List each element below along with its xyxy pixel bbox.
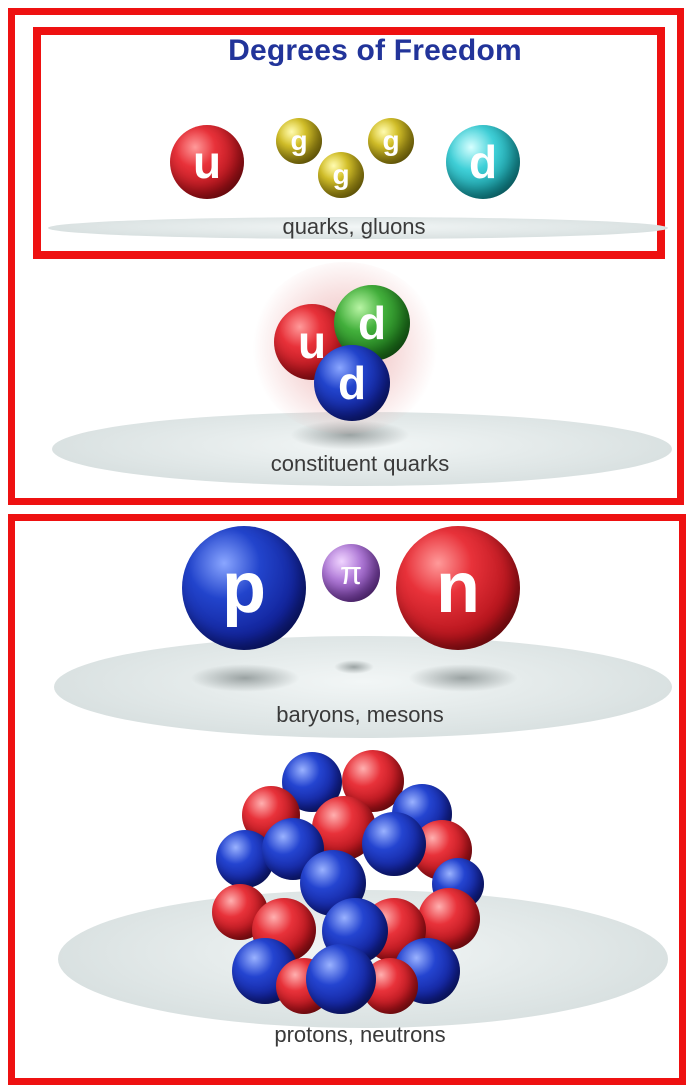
- shadow-proton: [190, 664, 300, 692]
- neutron-ball: n: [396, 526, 520, 650]
- platform-baryons-mesons: [54, 636, 672, 738]
- down-quark-ball: d: [446, 125, 520, 199]
- pion-ball: π: [322, 544, 380, 602]
- platform-quarks-gluons: [48, 217, 668, 239]
- proton-ball: p: [182, 526, 306, 650]
- constituent-down-quark-ball-blue: d: [314, 345, 390, 421]
- label-quarks-gluons: quarks, gluons: [282, 214, 426, 239]
- outer-frame-top: [8, 8, 684, 505]
- proton-sphere: [306, 944, 376, 1014]
- gluon-ball-2: g: [318, 152, 364, 198]
- highlight-frame-quarks-gluons: [33, 27, 665, 259]
- label-baryons-mesons: baryons, mesons: [276, 702, 444, 727]
- label-constituent-quarks: constituent quarks: [270, 451, 450, 476]
- proton-sphere: [362, 812, 426, 876]
- gluon-ball-1: g: [276, 118, 322, 164]
- gluon-ball-3: g: [368, 118, 414, 164]
- shadow-pion: [334, 660, 374, 674]
- nucleus-cluster: [212, 748, 484, 1014]
- diagram-title: Degrees of Freedom: [228, 34, 522, 67]
- label-protons-neutrons: protons, neutrons: [274, 1022, 446, 1047]
- outer-frame-bottom: [8, 514, 686, 1085]
- shadow-neutron: [408, 664, 518, 692]
- up-quark-ball: u: [170, 125, 244, 199]
